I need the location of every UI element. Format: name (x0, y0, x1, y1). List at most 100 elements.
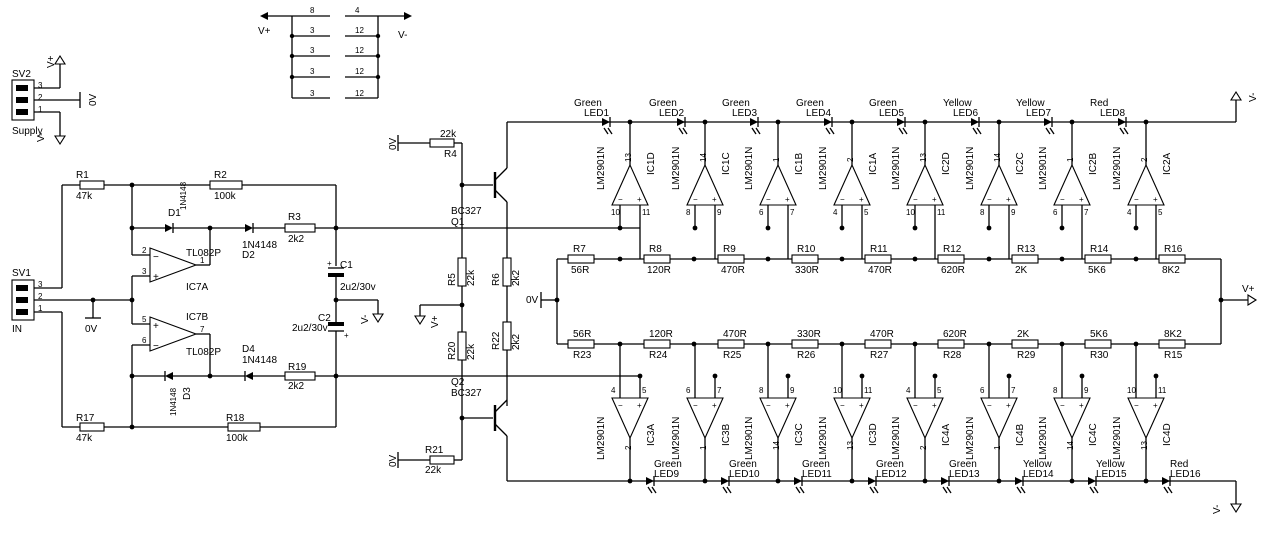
led-ray (825, 127, 831, 135)
comparator-name: IC1D (646, 152, 657, 175)
ladder-resistor-value: 620R (943, 329, 967, 340)
r1-name: R1 (76, 170, 89, 181)
comparator-node (1143, 119, 1149, 125)
r1-value: 47k (76, 191, 93, 202)
ladder-resistor-name: R8 (649, 244, 662, 255)
ladder-resistor-name: R13 (1017, 244, 1036, 255)
comparator-node (849, 119, 855, 125)
comparator-pin: 9 (790, 386, 795, 395)
comparator-pin: 7 (1011, 386, 1016, 395)
q1-gnd: 0V (388, 137, 399, 150)
comparator-minus: − (1134, 401, 1139, 410)
comparator-symbol (759, 397, 797, 440)
q2-gnd: 0V (388, 454, 399, 467)
ladder-node (617, 256, 623, 262)
comparator-plus: + (1079, 195, 1084, 204)
led-symbol (971, 118, 979, 126)
led-color: Yellow (943, 98, 972, 109)
comparator-minus: − (766, 195, 771, 204)
comparator-pin: 13 (624, 153, 633, 162)
ladder-resistor (864, 254, 892, 264)
comparator-pin: 9 (717, 208, 722, 217)
table-left-pin: 3 (310, 26, 315, 35)
led-ray (976, 127, 982, 135)
svg-text:+: + (153, 321, 159, 332)
comparator-minus: − (913, 401, 918, 410)
top-vminus: V- (1248, 93, 1259, 102)
comparator-node (986, 225, 992, 231)
comparator-pin: 5 (1158, 208, 1163, 217)
led-ray (1049, 127, 1055, 135)
sv1-gnd: 0V (85, 324, 98, 335)
led-color: Green (796, 98, 824, 109)
ladder-resistor-value: 5K6 (1088, 265, 1106, 276)
led-ray (751, 127, 757, 135)
led-ray (1020, 486, 1026, 494)
ladder-resistor-name: R25 (723, 350, 742, 361)
ladder-node (912, 256, 918, 262)
comparator-pin: 4 (906, 386, 911, 395)
sv1-connector: SV1 3 2 1 IN 0V (11, 185, 132, 427)
led-ray (902, 127, 908, 135)
vminus-cap-label: V- (360, 315, 371, 324)
comparator-node (932, 373, 938, 379)
comparator-minus: − (693, 195, 698, 204)
table-vplus-label: V+ (258, 26, 271, 37)
comparator-node (627, 478, 633, 484)
comparator-pin: 6 (686, 386, 691, 395)
ladder-resistor (1084, 339, 1112, 349)
comparator-pin: 8 (759, 386, 764, 395)
led-symbol (941, 477, 949, 485)
led-name: LED9 (654, 469, 679, 480)
ic7b-pin: 6 (142, 336, 147, 345)
r17-value: 47k (76, 433, 93, 444)
comparator-plus: + (637, 401, 642, 410)
comparator-pin: 10 (833, 386, 842, 395)
ladder-resistor (791, 339, 819, 349)
comparator-plus: + (1153, 401, 1158, 410)
led-color: Green (722, 98, 750, 109)
led-ray (898, 127, 904, 135)
comparator-pin: 14 (772, 441, 781, 450)
led-name: LED4 (806, 108, 831, 119)
sv2-connector: SV2 3 2 1 Supply V+ 0V V- (11, 54, 99, 146)
transistor-section: 0V 22k R4 BC327 Q1 R5 22k R6 2k2 V+ R20 … (388, 121, 1236, 482)
d3-value: 1N4148 (169, 387, 178, 416)
comparator-node (692, 225, 698, 231)
sv2-name: SV2 (12, 69, 31, 80)
led-ray (682, 127, 688, 135)
led-color: Green (654, 459, 682, 470)
comparator-minus: − (987, 195, 992, 204)
comparator-part: LM2901N (1112, 147, 1123, 190)
ladder-resistor-name: R11 (870, 244, 888, 255)
comparator-plus: + (1006, 195, 1011, 204)
r20-name: R20 (447, 341, 458, 360)
ladder-resistor (1011, 339, 1039, 349)
comparator-pin: 9 (1084, 386, 1089, 395)
ladder-node (691, 256, 697, 262)
ladder-resistor (717, 254, 745, 264)
comparator-pin: 8 (1053, 386, 1058, 395)
ic7a-part: TL082P (186, 248, 221, 259)
comparator-symbol (759, 163, 797, 206)
comparator-part: LM2901N (891, 417, 902, 460)
comparator-plus: + (859, 401, 864, 410)
comparator-symbol (906, 397, 944, 440)
comparator-part: LM2901N (744, 417, 755, 460)
ladder-resistor-value: 330R (797, 329, 821, 340)
comparator-pin: 11 (1158, 386, 1167, 395)
comparator-node (1143, 478, 1149, 484)
r17-name: R17 (76, 413, 95, 424)
ladder-resistor (791, 254, 819, 264)
led-color: Yellow (1023, 459, 1052, 470)
d4-value: 1N4148 (242, 355, 277, 366)
comparator-node (775, 119, 781, 125)
comparator-pin: 13 (846, 441, 855, 450)
bottom-ladder: 56RR23120RR24470RR25330RR26470RR27620RR2… (567, 329, 1186, 361)
comparator-pin: 2 (624, 445, 633, 450)
sv1-label: IN (12, 324, 22, 335)
comparator-pin: 13 (919, 153, 928, 162)
ladder-node (765, 256, 771, 262)
led-symbol (750, 118, 758, 126)
led-symbol (897, 118, 905, 126)
